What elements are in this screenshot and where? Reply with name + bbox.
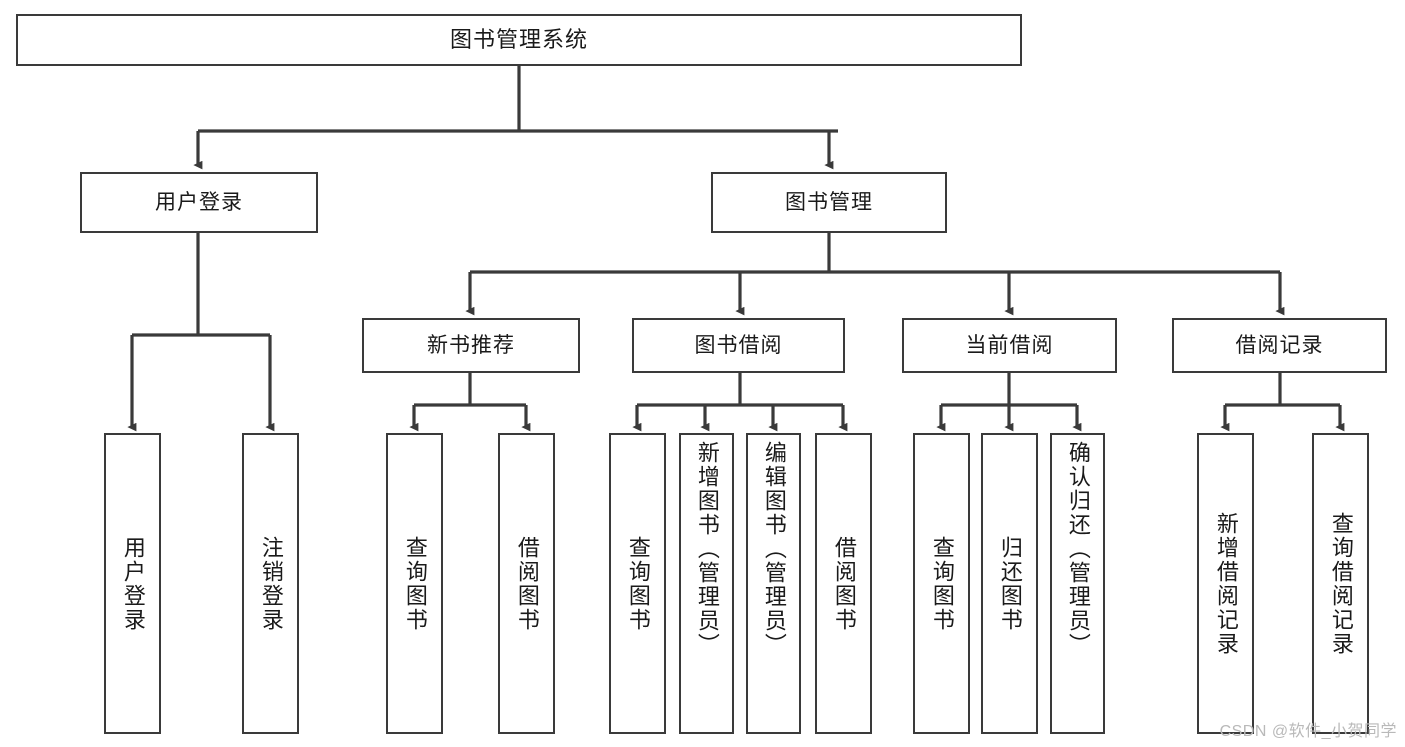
- leaf-query-borrow-record[interactable]: 查询借阅记录: [1312, 433, 1369, 734]
- node-book-borrow[interactable]: 图书借阅: [632, 318, 845, 373]
- leaf-label: 注销登录: [258, 535, 284, 632]
- leaf-query-book-current[interactable]: 查询图书: [913, 433, 970, 734]
- leaf-label: 借阅图书: [831, 535, 857, 632]
- leaf-label: 用户登录: [120, 535, 146, 632]
- node-current-borrow[interactable]: 当前借阅: [902, 318, 1117, 373]
- leaf-confirm-return-admin[interactable]: 确认归还（管理员）: [1050, 433, 1105, 734]
- leaf-borrow-book-recommendation[interactable]: 借阅图书: [498, 433, 555, 734]
- leaf-label: 归还图书: [997, 535, 1023, 632]
- leaf-query-book-borrow[interactable]: 查询图书: [609, 433, 666, 734]
- leaf-label: 新增图书（管理员）: [694, 441, 720, 657]
- leaf-label: 查询借阅记录: [1328, 511, 1354, 656]
- node-borrow-record[interactable]: 借阅记录: [1172, 318, 1387, 373]
- leaf-edit-book-admin[interactable]: 编辑图书（管理员）: [746, 433, 801, 734]
- node-root-book-management-system[interactable]: 图书管理系统: [16, 14, 1022, 66]
- leaf-label: 确认归还（管理员）: [1065, 441, 1091, 657]
- leaf-return-book[interactable]: 归还图书: [981, 433, 1038, 734]
- node-book-management[interactable]: 图书管理: [711, 172, 947, 233]
- leaf-user-login[interactable]: 用户登录: [104, 433, 161, 734]
- node-label: 图书管理系统: [449, 26, 588, 52]
- leaf-query-book-recommendation[interactable]: 查询图书: [386, 433, 443, 734]
- leaf-label: 查询图书: [402, 535, 428, 632]
- leaf-add-book-admin[interactable]: 新增图书（管理员）: [679, 433, 734, 734]
- node-label: 用户登录: [155, 190, 243, 214]
- node-label: 新书推荐: [427, 333, 515, 357]
- node-user-login[interactable]: 用户登录: [80, 172, 318, 233]
- leaf-add-borrow-record[interactable]: 新增借阅记录: [1197, 433, 1254, 734]
- node-label: 图书借阅: [694, 333, 783, 357]
- leaf-label: 借阅图书: [514, 535, 540, 632]
- leaf-label: 查询图书: [625, 535, 651, 632]
- leaf-label: 编辑图书（管理员）: [761, 441, 787, 657]
- leaf-label: 新增借阅记录: [1213, 511, 1239, 656]
- leaf-borrow-book-borrow[interactable]: 借阅图书: [815, 433, 872, 734]
- node-label: 图书管理: [785, 190, 873, 214]
- leaf-logout-login[interactable]: 注销登录: [242, 433, 299, 734]
- leaf-label: 查询图书: [929, 535, 955, 632]
- node-label: 借阅记录: [1235, 333, 1324, 357]
- watermark-text: CSDN @软件_小贺同学: [1219, 723, 1397, 740]
- node-new-book-recommendation[interactable]: 新书推荐: [362, 318, 580, 373]
- node-label: 当前借阅: [965, 333, 1054, 357]
